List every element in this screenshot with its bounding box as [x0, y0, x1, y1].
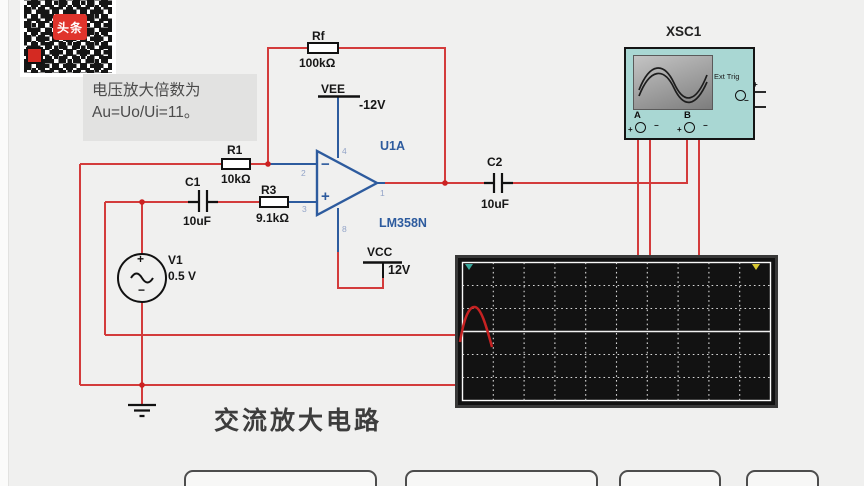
qr-finder-square: [26, 47, 43, 64]
opamp-part-label: LM358N: [379, 216, 427, 230]
c1-value-label: 10uF: [183, 214, 212, 228]
bottom-option-button-1[interactable]: [184, 470, 377, 486]
bottom-option-button-4[interactable]: [746, 470, 819, 486]
annotation-box: 电压放大倍数为 Au=Uo/Ui=11。: [83, 74, 257, 141]
v1-plus-sign: +: [137, 252, 145, 266]
channel-a-position-marker[interactable]: [465, 264, 473, 270]
pin-2-label: 2: [301, 168, 306, 178]
ext-trig-label: Ext Trig: [714, 72, 740, 81]
power-rail-symbols[interactable]: [318, 95, 402, 279]
ext-trig-terminal[interactable]: [735, 90, 746, 101]
v1-minus-sign: −: [138, 283, 146, 297]
channel-a-minus-mark: −: [654, 121, 659, 130]
junction-dots: [139, 161, 448, 388]
vee-value-label: -12V: [359, 98, 386, 112]
oscilloscope-display[interactable]: [455, 255, 778, 408]
annotation-line2: Au=Uo/Ui=11。: [92, 104, 200, 122]
opamp-symbol[interactable]: [315, 149, 380, 217]
toutiao-badge: 头条: [53, 14, 87, 40]
vee-label: VEE: [321, 82, 346, 96]
vcc-label: VCC: [367, 245, 393, 259]
pin-3-label: 3: [302, 204, 307, 214]
channel-a-label: A: [634, 110, 641, 121]
bottom-option-button-3[interactable]: [619, 470, 721, 486]
oscilloscope-icon-screen: [633, 55, 713, 110]
ac-source-symbol[interactable]: [117, 253, 167, 303]
r3-ref-label: R3: [261, 183, 277, 197]
qr-code: 头条: [20, 0, 116, 77]
oscilloscope-icon[interactable]: Ext Trig A B + − + −: [624, 47, 755, 140]
icon-sine-waves: [638, 67, 708, 104]
c2-ref-label: C2: [487, 155, 503, 169]
v1-value-label: 0.5 V: [168, 269, 197, 283]
channel-a-terminal[interactable]: [635, 122, 646, 133]
pin-1-label: 1: [380, 188, 385, 198]
resistor-symbols[interactable]: [221, 42, 339, 208]
r3-value-label: 9.1kΩ: [256, 211, 289, 225]
pin-4-label: 4: [342, 146, 347, 156]
channel-b-minus-mark: −: [703, 121, 708, 130]
oscilloscope-ref-label: XSC1: [666, 24, 702, 39]
c2-value-label: 10uF: [481, 197, 510, 211]
opamp-ref-label: U1A: [380, 139, 406, 153]
oscilloscope-graticule: [458, 261, 772, 402]
opamp-inverting-sign: −: [321, 156, 330, 173]
vcc-value-label: 12V: [388, 263, 411, 277]
r1-value-label: 10kΩ: [221, 172, 251, 186]
channel-b-label: B: [684, 110, 691, 121]
opamp-pin-wires: [270, 97, 385, 252]
opamp-noninverting-sign: +: [321, 188, 330, 205]
left-edge-strip: [0, 0, 9, 486]
channel-b-plus-mark: +: [677, 125, 682, 134]
r1-ref-label: R1: [227, 143, 243, 157]
channel-b-terminal[interactable]: [684, 122, 695, 133]
trace-waveform: [458, 305, 494, 348]
rf-value-label: 100kΩ: [299, 56, 336, 70]
v1-ref-label: V1: [168, 253, 183, 267]
ext-trig-minus-mark: −: [744, 96, 749, 105]
pin-8-label: 8: [342, 224, 347, 234]
annotation-line1: 电压放大倍数为: [92, 82, 201, 99]
capacitor-symbols[interactable]: [188, 173, 513, 212]
page-title: 交流放大电路: [214, 407, 383, 435]
channel-a-plus-mark: +: [628, 125, 633, 134]
ground-symbol[interactable]: [128, 403, 156, 418]
ext-trig-plus-mark: +: [753, 80, 758, 89]
bottom-option-button-2[interactable]: [405, 470, 598, 486]
rf-ref-label: Rf: [312, 29, 325, 43]
channel-b-position-marker[interactable]: [752, 264, 760, 270]
c1-ref-label: C1: [185, 175, 201, 189]
